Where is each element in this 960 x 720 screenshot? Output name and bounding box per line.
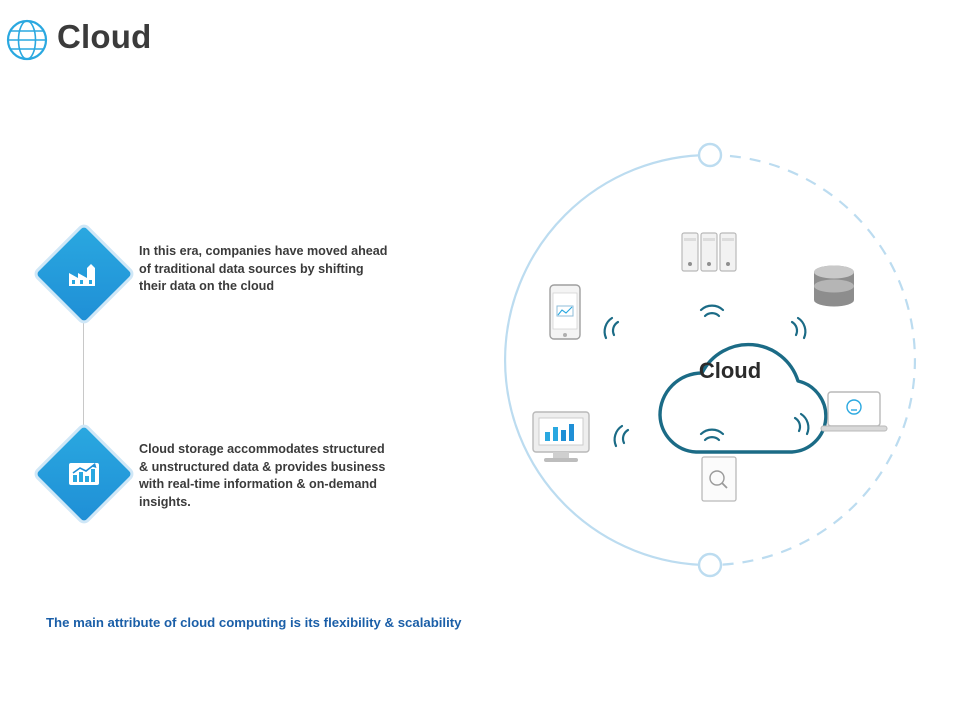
- cloud-shape: [658, 342, 828, 454]
- laptop-icon: [820, 391, 888, 432]
- footer-note: The main attribute of cloud computing is…: [46, 615, 462, 630]
- page-header: Cloud: [0, 0, 960, 80]
- globe-icon: [6, 19, 48, 61]
- connector-line: [83, 312, 84, 442]
- signal-arcs: [603, 304, 810, 448]
- bullet-text-2: Cloud storage accommodates structured & …: [139, 442, 386, 509]
- bullet-badge-2: [31, 421, 137, 527]
- factory-icon: [50, 240, 118, 308]
- bar-chart-growth-icon: [50, 440, 118, 508]
- smartphone-icon: [549, 284, 581, 340]
- cloud-center-label: Cloud: [698, 358, 762, 383]
- database-icon: [814, 265, 854, 307]
- bullet-badge-1: [31, 221, 137, 327]
- orbit-ring: [503, 142, 917, 578]
- desktop-monitor-icon: [532, 411, 590, 462]
- document-search-icon: [701, 456, 737, 502]
- cloud-ecosystem-diagram: Cloud: [500, 130, 950, 600]
- page-title: Cloud: [57, 18, 152, 55]
- servers-icon: [681, 232, 737, 272]
- bullet-text-1: In this era, companies have moved ahead …: [139, 244, 388, 293]
